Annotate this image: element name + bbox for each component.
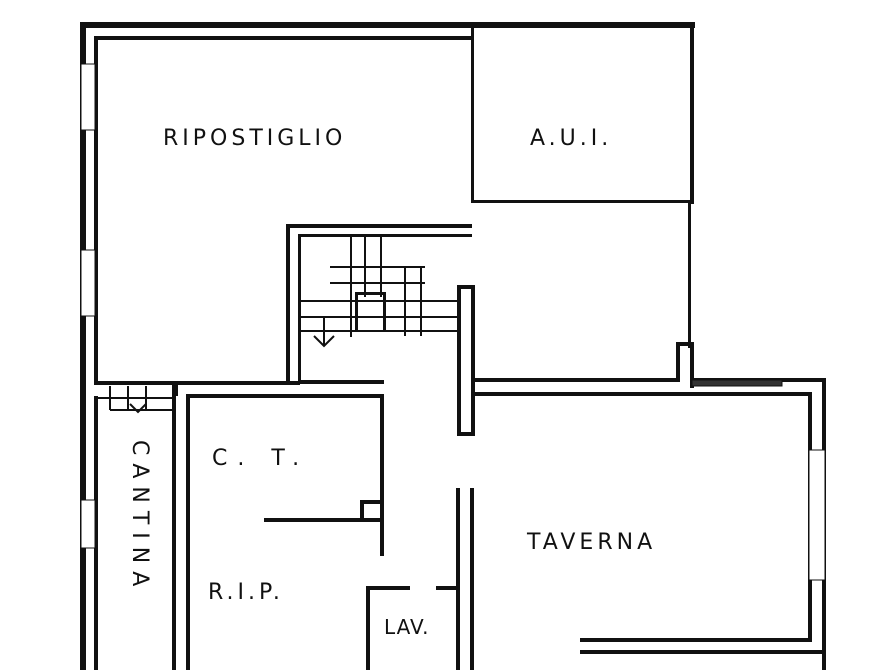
room-label-ripostiglio: RIPOSTIGLIO <box>163 126 347 151</box>
room-label-lav: LAV. <box>384 615 430 639</box>
cantina-steps <box>98 386 172 414</box>
room-label-rip: R.I.P. <box>208 580 284 605</box>
windows <box>80 63 826 581</box>
room-label-ct: C. T. <box>212 446 310 471</box>
walls <box>80 22 826 670</box>
room-label-cantina: CANTINA <box>127 440 152 595</box>
room-label-aui: A.U.I. <box>530 126 613 151</box>
room-label-taverna: TAVERNA <box>527 530 657 555</box>
stair-arrow <box>313 316 335 348</box>
